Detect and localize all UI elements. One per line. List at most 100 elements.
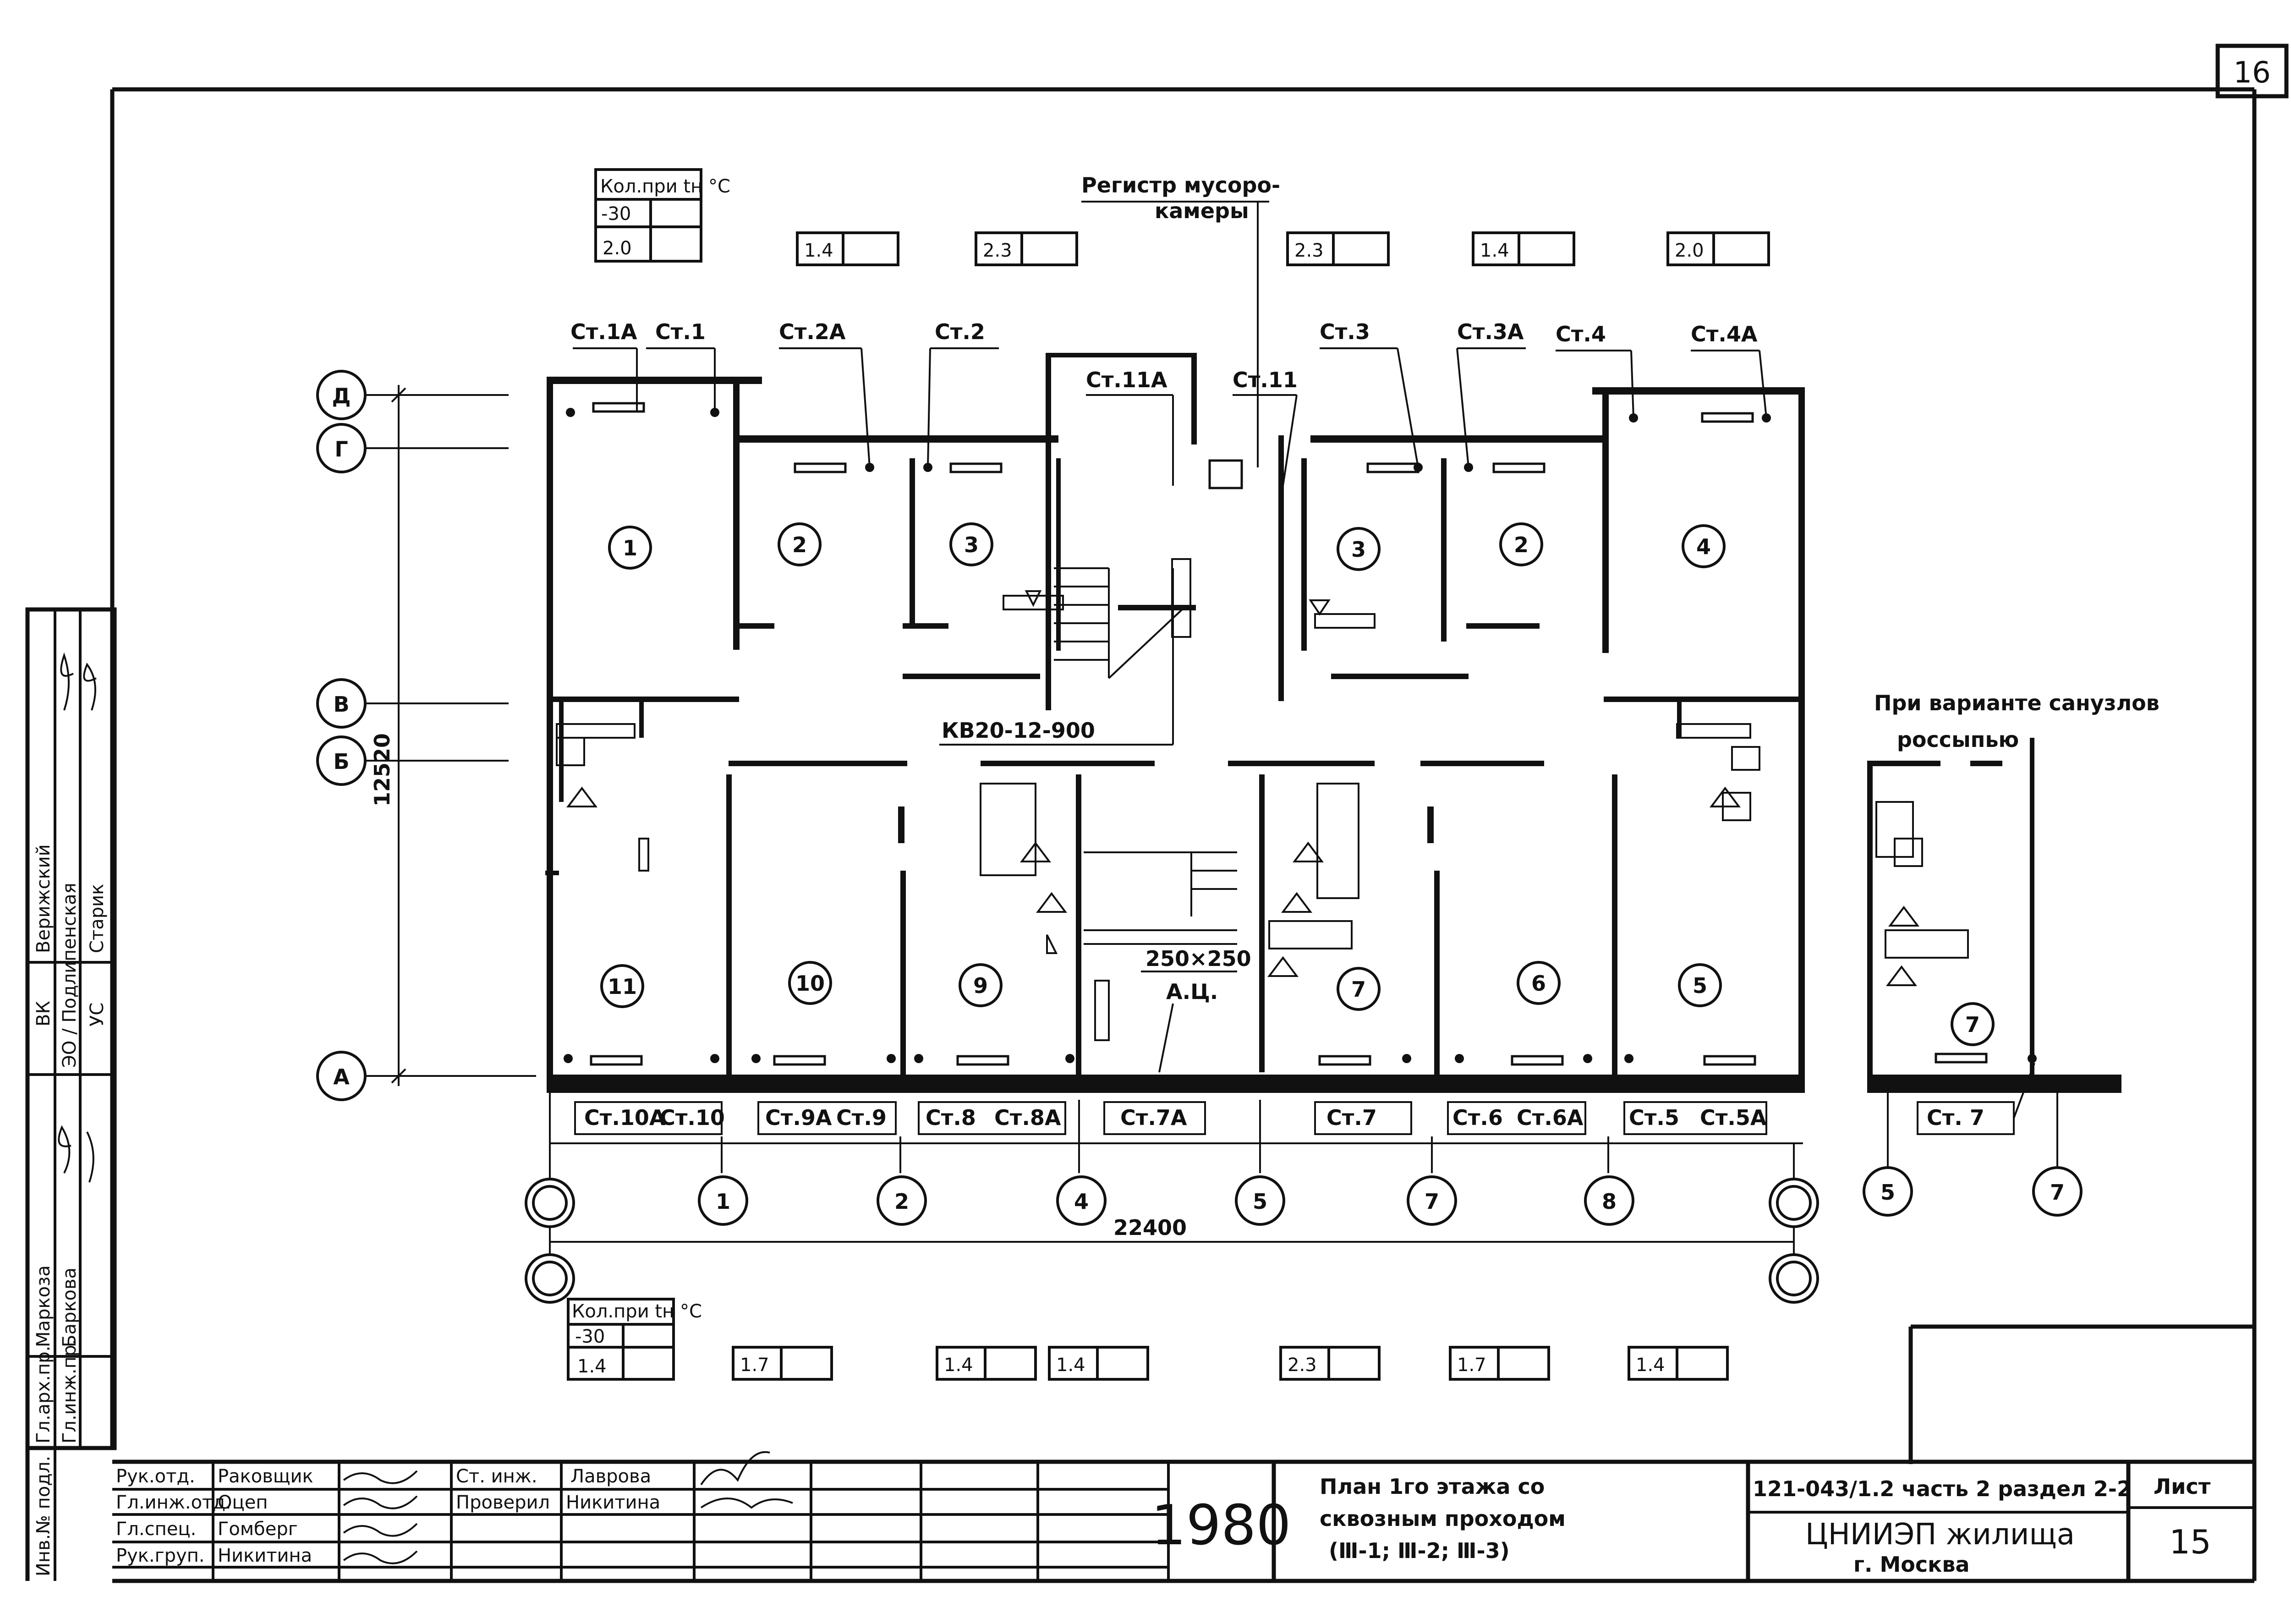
variant-axis: 5 [1880, 1180, 1895, 1205]
left-stamp: ВК Верижский ЭО / Подлипенская УС Старик… [25, 607, 117, 1581]
top-value: 2.3 [1294, 240, 1324, 261]
tb-title-1: План 1го этажа со [1320, 1474, 1545, 1499]
sheet-frame: 16 [110, 44, 2289, 1583]
heat-table-top-row2: 2.0 [603, 238, 632, 259]
room-number: 2 [1514, 532, 1529, 557]
room-number: 4 [1696, 534, 1711, 559]
heat-table-bottom-header: Кол.при tн °C [572, 1301, 702, 1322]
tb-title-2: сквозным проходом [1320, 1506, 1566, 1531]
tb-name: Никитина [566, 1492, 660, 1513]
bottom-value: 1.4 [1056, 1355, 1085, 1376]
bottom-value: 1.7 [740, 1355, 769, 1376]
tb-role: Проверил [456, 1492, 550, 1513]
left-stamp-name: Баркова [59, 1267, 80, 1347]
top-values: 1.4 2.3 2.3 1.4 2.0 [796, 231, 1770, 266]
tb-year: 1980 [1151, 1494, 1291, 1558]
risers-top: Ст.1А Ст.1 Ст.2А Ст.2 Ст.11А Ст.11 Ст.3 … [570, 319, 1767, 486]
duct-label: КВ20-12-900 [942, 718, 1095, 743]
room-number: 3 [1351, 537, 1366, 562]
axis-number: 7 [1425, 1189, 1439, 1214]
risers-bottom: Ст.10А Ст.10 Ст.9А Ст.9 Ст.8 Ст.8А Ст.7А… [549, 1093, 1803, 1144]
axis-number: 4 [1074, 1189, 1089, 1214]
tb-role: Рук.отд. [116, 1466, 195, 1487]
title-block: Рук.отд. Раковщик Гл.инж.отд. Оцеп Гл.сп… [112, 1451, 2254, 1581]
axis-letter: Б [333, 749, 349, 774]
riser-label: Ст.8 [926, 1105, 976, 1130]
room-number: 5 [1693, 973, 1707, 998]
heat-table-bottom-row2: 1.4 [577, 1356, 607, 1377]
riser-label: Ст.6 [1452, 1105, 1503, 1130]
riser-label: Ст.3А [1457, 319, 1524, 344]
riser-label: Ст.11А [1086, 368, 1167, 392]
tb-role: Гл.инж.отд. [116, 1492, 231, 1513]
tb-name: Никитина [218, 1545, 312, 1566]
misc-labels: КВ20-12-900 250×250 А.Ц. [939, 568, 1251, 1004]
room-number: 7 [1351, 977, 1366, 1002]
axis-number: 5 [1253, 1189, 1267, 1214]
bottom-values: 1.7 1.4 1.4 2.3 1.7 1.4 [732, 1346, 1729, 1381]
variant-riser: Ст. 7 [1927, 1105, 1984, 1130]
stairs [1054, 558, 1237, 945]
left-stamp-role: ЭО / Подлипенская [59, 883, 80, 1068]
axis-number: 1 [716, 1189, 730, 1214]
room-number: 10 [795, 971, 825, 996]
heat-table-top-header: Кол.при tн °C [600, 176, 730, 197]
riser-label: Ст.10А [584, 1105, 666, 1130]
axis-letter: А [333, 1064, 350, 1089]
register-label: Регистр мусоро- камеры [1081, 173, 1288, 467]
sheet-corner-number: 16 [2233, 56, 2270, 90]
top-value: 2.3 [983, 240, 1012, 261]
axis-number: 8 [1602, 1189, 1617, 1214]
riser-label: Ст.1А [570, 319, 637, 344]
vent-size: 250×250 [1146, 946, 1251, 971]
riser-label: Ст.7 [1326, 1105, 1377, 1130]
left-stamp-role: Гл.инж.пр. [59, 1339, 80, 1443]
riser-label: Ст.2А [779, 319, 846, 344]
tb-role: Ст. инж. [456, 1466, 537, 1487]
heat-table-bottom-row1: -30 [575, 1326, 605, 1347]
variant-axis: 7 [2050, 1180, 2065, 1205]
riser-label: Ст.4А [1691, 322, 1758, 346]
room-number: 9 [973, 973, 988, 998]
tb-name: Гомберг [218, 1519, 298, 1540]
room-number: 1 [623, 536, 637, 560]
tb-role: Гл.спец. [116, 1519, 196, 1540]
dimension-horizontal: 22400 [1113, 1215, 1187, 1240]
axis-letters: Д Г В Б А 12520 [316, 370, 536, 1101]
top-value: 2.0 [1675, 240, 1704, 261]
left-stamp-name: Верижский [33, 844, 54, 953]
riser-label: Ст.11 [1233, 368, 1298, 392]
tb-role: Рук.груп. [116, 1545, 205, 1566]
tb-org: ЦНИИЭП жилища [1805, 1518, 2075, 1552]
left-stamp-role: УС [87, 1003, 108, 1026]
top-value: 1.4 [804, 240, 833, 261]
register-label-text: Регистр мусоро- камеры [1081, 173, 1288, 223]
axis-numbers: 22400 1 2 4 5 7 8 [525, 1100, 1819, 1304]
axis-letter: В [333, 692, 349, 717]
left-stamp-name: Маркоза [33, 1265, 54, 1347]
vent-label: А.Ц. [1166, 979, 1218, 1004]
empty-frame-box [1908, 1324, 2254, 1464]
left-stamp-name: Старик [87, 884, 108, 953]
left-stamp-role: ВК [33, 1001, 54, 1026]
room-numbers: 1 2 3 3 2 4 11 10 9 7 6 5 [600, 522, 1726, 1011]
variant-inset: При варианте санузлов россыпью 7 Ст. 7 5… [1863, 691, 2159, 1217]
left-stamp-role: Гл.арх.пр. [33, 1346, 54, 1443]
register-label-line: Регистр мусоро- [1081, 173, 1280, 198]
tb-city: г. Москва [1853, 1552, 1970, 1577]
tb-name: Лаврова [570, 1466, 651, 1487]
room-number: 6 [1531, 971, 1546, 996]
riser-label: Ст.7А [1120, 1105, 1187, 1130]
variant-title-line: россыпью [1897, 727, 2019, 752]
riser-label: Ст.5А [1700, 1105, 1767, 1130]
axis-letter: Д [332, 384, 351, 408]
bottom-value: 1.4 [944, 1355, 973, 1376]
riser-label: Ст.8А [994, 1105, 1061, 1130]
riser-label: Ст.5 [1629, 1105, 1679, 1130]
heat-table-bottom: Кол.при tн °C -30 1.4 [567, 1298, 702, 1381]
radiators [564, 402, 1771, 1066]
riser-label: Ст.3 [1320, 319, 1370, 344]
riser-label: Ст.2 [935, 319, 985, 344]
tb-sheet-number: 15 [2169, 1523, 2211, 1561]
